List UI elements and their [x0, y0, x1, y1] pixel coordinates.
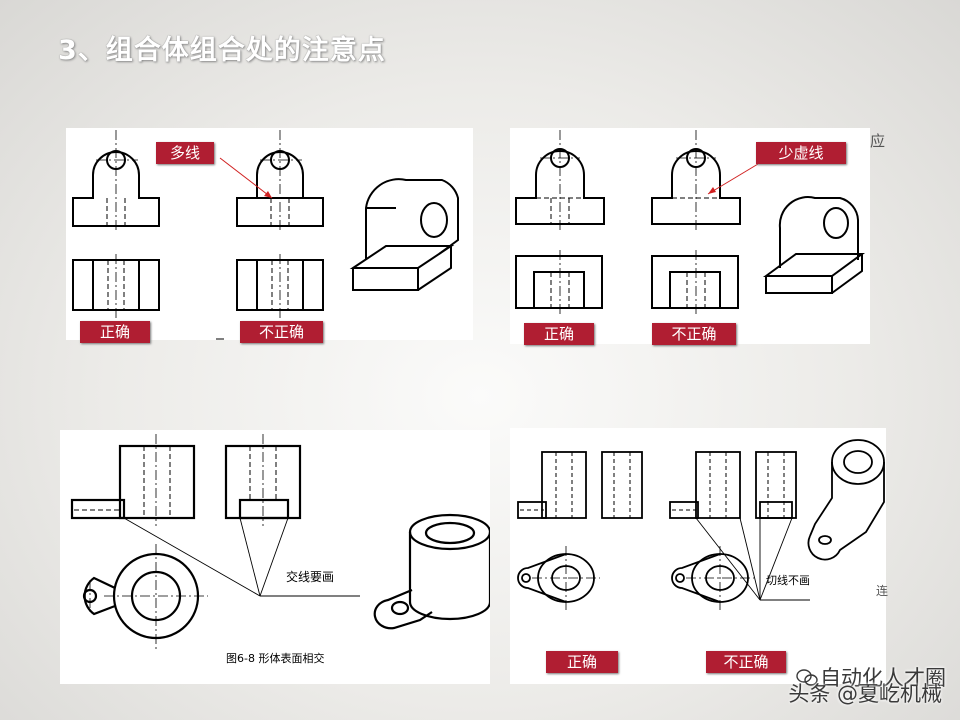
panel-intersection-lines: 交线要画 图6-8 形体表面相交: [60, 430, 490, 684]
panel-4-drawing: [517, 439, 885, 610]
note-intersection-line: 交线要画: [286, 570, 335, 584]
panel-tangent-lines: 切线不画 正确 不正确: [510, 428, 886, 684]
watermark-line1: 自动化人才圈: [820, 666, 946, 690]
panel-missing-hidden-line: 少虚线 正确 不正确: [510, 128, 870, 345]
tag-missing-hidden-line: 少虚线: [756, 142, 846, 164]
tag-correct: 正确: [80, 321, 150, 343]
figure-caption: 图6-8 形体表面相交: [226, 652, 325, 665]
watermark: 自动化人才圈: [796, 662, 946, 692]
slide-title: 3、组合体组合处的注意点: [58, 35, 386, 66]
wechat-icon: [796, 668, 818, 686]
watermark-author: 头条 @夏屹机械: [788, 682, 942, 706]
side-character: 连: [876, 584, 889, 598]
tag-incorrect: 不正确: [240, 321, 323, 343]
tag-incorrect: 不正确: [652, 323, 736, 345]
tag-correct: 正确: [524, 323, 594, 345]
tag-incorrect: 不正确: [706, 651, 786, 673]
panel-2-drawing: [515, 130, 866, 314]
note-tangent-line: 切线不画: [766, 574, 810, 587]
panel-extra-line: 多线 正确 不正确: [66, 128, 473, 343]
panel-3-drawing: [70, 434, 490, 650]
panel-1-drawing: [72, 130, 459, 340]
tag-extra-line: 多线: [156, 142, 214, 164]
side-character: 应: [870, 132, 886, 150]
tag-correct: 正确: [546, 651, 618, 673]
